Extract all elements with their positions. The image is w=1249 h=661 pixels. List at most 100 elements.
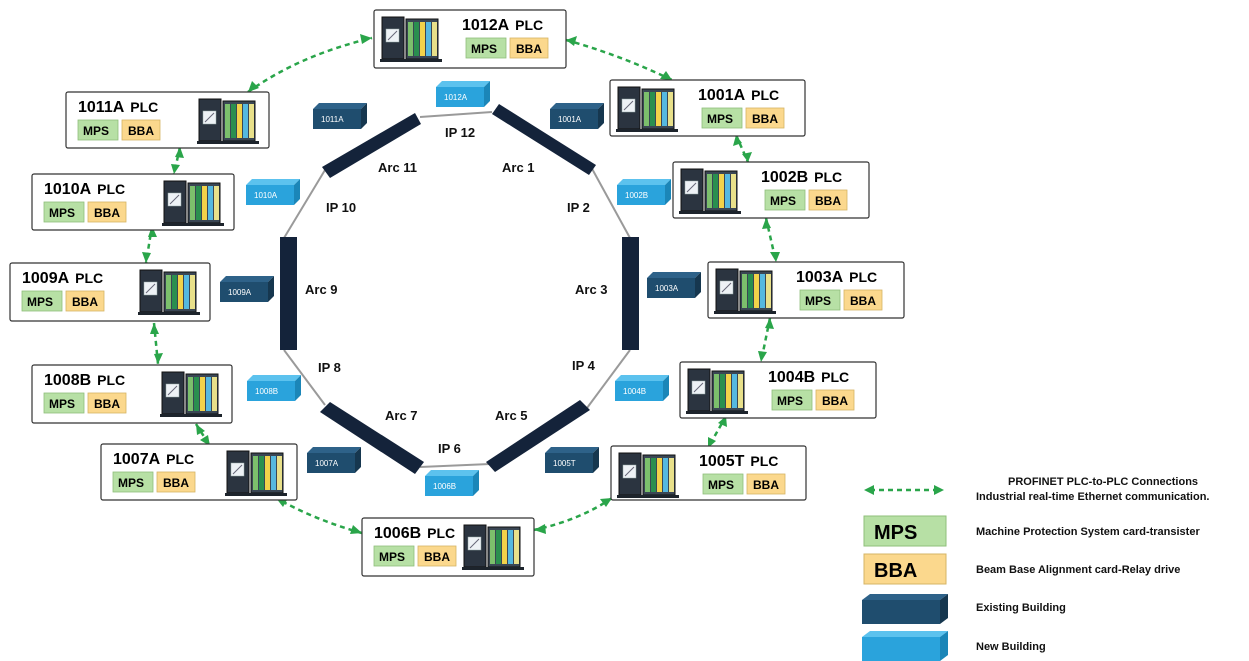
bba-card xyxy=(65,290,105,312)
new-building-block: 1010A xyxy=(246,179,300,205)
plc-box-1002b: 1002B PLC MPS BBA xyxy=(672,161,870,219)
bba-card-label: BBA xyxy=(752,112,778,126)
plc-id: 1007A xyxy=(113,451,161,468)
existing-building-block: 1003A xyxy=(647,272,701,298)
mps-card-label: MPS xyxy=(83,124,109,138)
bba-card xyxy=(843,289,883,311)
arc-label: Arc 3 xyxy=(575,282,608,297)
bba-card-label: BBA xyxy=(850,294,876,308)
legend-new-building-item: New Building xyxy=(862,631,1046,661)
building-label: 1012A xyxy=(444,93,468,102)
bba-card-label: BBA xyxy=(815,194,841,208)
bba-card xyxy=(156,471,196,493)
plc-id: 1005T xyxy=(699,453,745,470)
buildings-layer: 1012A 1001A 1002B 1003A 1004B 1005T 1006B 1007A… xyxy=(220,81,701,496)
new-building-block: 1004B xyxy=(615,375,669,401)
arc-11 xyxy=(322,113,421,178)
arc-7 xyxy=(320,402,424,474)
plc-rack-icon xyxy=(686,368,748,414)
mps-card-label: MPS xyxy=(770,194,796,208)
arc-3 xyxy=(622,237,639,350)
arc-9 xyxy=(280,237,297,350)
mps-card xyxy=(799,289,841,311)
mps-card-label: MPS xyxy=(805,294,831,308)
legend-mps-item: MPS Machine Protection System card-trans… xyxy=(863,515,1200,547)
ip-label: IP 4 xyxy=(572,358,596,373)
plc-suffix: PLC xyxy=(97,372,125,388)
ip-label: IP 2 xyxy=(567,200,590,215)
plc-rack-icon xyxy=(160,371,222,417)
building-label: 1005T xyxy=(553,459,576,468)
building-label: 1008B xyxy=(255,387,278,396)
arc-5 xyxy=(486,400,590,472)
legend-mps-description: Machine Protection System card-transiste… xyxy=(976,526,1200,538)
mps-card-label: MPS xyxy=(49,397,75,411)
building-label: 1002B xyxy=(625,191,648,200)
plc-rack-icon xyxy=(617,452,679,498)
plc-suffix: PLC xyxy=(814,169,842,185)
existing-building-block: 1001A xyxy=(550,103,604,129)
plc-rack-icon xyxy=(225,450,287,496)
bba-card-label: BBA xyxy=(822,394,848,408)
ip-label: IP 8 xyxy=(318,360,341,375)
plc-suffix: PLC xyxy=(75,270,103,286)
mps-card xyxy=(21,290,63,312)
plc-rack-icon xyxy=(616,86,678,132)
arc-label: Arc 11 xyxy=(378,160,417,175)
building-label: 1010A xyxy=(254,191,278,200)
new-building-block: 1012A xyxy=(436,81,490,107)
plc-id: 1002B xyxy=(761,169,808,186)
existing-building-block: 1007A xyxy=(307,447,361,473)
bba-card-label: BBA xyxy=(94,206,120,220)
plc-id: 1008B xyxy=(44,372,91,389)
legend-bba-description: Beam Base Alignment card-Relay drive xyxy=(976,564,1180,576)
existing-building-block: 1005T xyxy=(545,447,599,473)
bba-card xyxy=(87,201,127,223)
ip-label: IP 6 xyxy=(438,441,461,456)
bba-card-label: BBA xyxy=(128,124,154,138)
plc-suffix: PLC xyxy=(821,369,849,385)
plc-rack-icon xyxy=(679,168,741,214)
arc-label: Arc 5 xyxy=(495,408,528,423)
existing-building-block: 1009A xyxy=(220,276,274,302)
bba-card-label: BBA xyxy=(163,476,189,490)
legend-profinet-item: PROFINET PLC-to-PLC Connections Industri… xyxy=(864,476,1210,503)
building-label: 1003A xyxy=(655,284,679,293)
mps-card xyxy=(77,119,119,141)
plc-id: 1010A xyxy=(44,181,92,198)
arc-label: Arc 9 xyxy=(305,282,338,297)
plc-id: 1012A xyxy=(462,17,510,34)
legend-arrow-right-icon xyxy=(934,485,944,495)
mps-card xyxy=(771,389,813,411)
mps-card xyxy=(112,471,154,493)
legend-new-building-label: New Building xyxy=(976,641,1046,653)
mps-card-label: MPS xyxy=(379,550,405,564)
plc-suffix: PLC xyxy=(97,181,125,197)
mps-card xyxy=(702,473,744,495)
arc-segments xyxy=(280,104,639,474)
bba-card-label: BBA xyxy=(72,295,98,309)
building-label: 1006B xyxy=(433,482,456,491)
legend-existing-building-label: Existing Building xyxy=(976,602,1066,614)
mps-card-label: MPS xyxy=(49,206,75,220)
bba-card xyxy=(509,37,549,59)
plc-suffix: PLC xyxy=(515,17,543,33)
mps-card-label: MPS xyxy=(707,112,733,126)
legend-existing-building-item: Existing Building xyxy=(862,594,1066,624)
mps-card-label: MPS xyxy=(27,295,53,309)
mps-card xyxy=(373,545,415,567)
ip-label: IP 10 xyxy=(326,200,356,215)
